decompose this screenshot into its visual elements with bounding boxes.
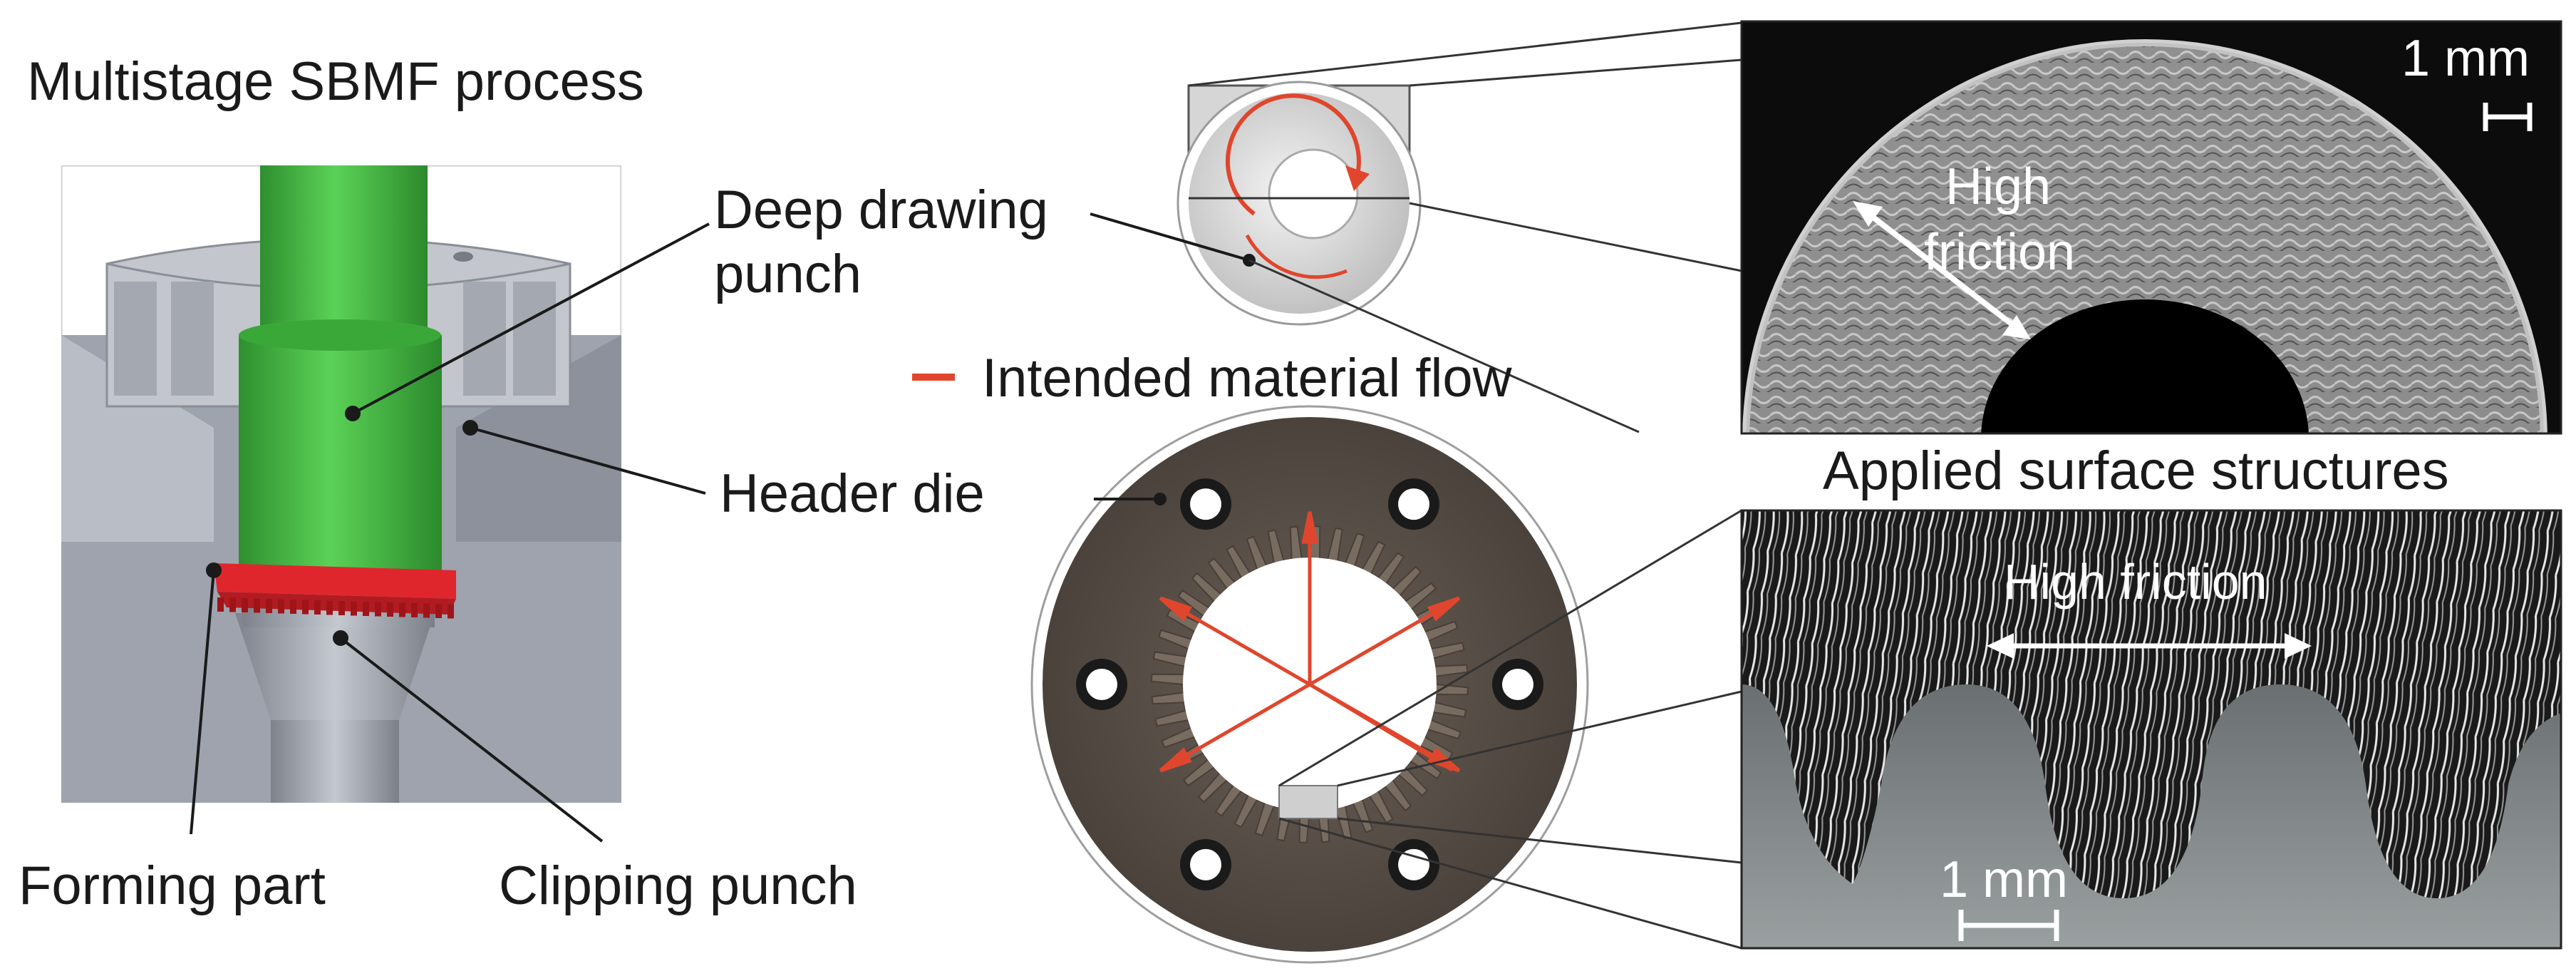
flow-arrowhead-2 [1427, 596, 1461, 622]
bottom-zoom-lines [1094, 498, 1742, 950]
micrograph-bottom [1742, 510, 2561, 948]
forming-part-tooth [290, 600, 296, 614]
forming-part-tooth [229, 597, 236, 612]
deep-drawing-punch-label-2: punch [714, 244, 862, 304]
flow-arrow-4 [1173, 682, 1311, 765]
forming-part-tooth [278, 599, 284, 614]
bolt-hole-bore-2 [1190, 488, 1221, 520]
cad-tool-view [61, 165, 621, 803]
forming-part-tooth [435, 604, 442, 618]
bottom-scale-label: 1 mm [1940, 851, 2068, 908]
forming-part-tooth [399, 602, 405, 617]
forming-part-label: Forming part [19, 856, 326, 916]
header-die-label: Header die [720, 463, 985, 524]
forming-part-tooth [387, 602, 393, 617]
forming-part-tooth [423, 603, 430, 618]
forming-part-tooth [363, 602, 369, 616]
bolt-hole-bore-6 [1190, 848, 1221, 880]
material-flow-legend: Intended material flow [912, 348, 1513, 409]
forming-part-tooth [266, 599, 272, 613]
forming-part-tooth [338, 601, 345, 615]
top-friction-label-2: friction [1924, 224, 2075, 281]
bolt-hole-bore-5 [1398, 848, 1429, 880]
clipping-punch-label: Clipping punch [499, 856, 857, 916]
forming-part-tooth [326, 600, 333, 615]
bolt-hole-bore-1 [1086, 669, 1117, 700]
forming-part-tooth [411, 603, 418, 617]
forming-part-tooth [302, 600, 309, 615]
deep-drawing-punch-label: Deep drawing [714, 180, 1048, 240]
flow-arrow-5 [1173, 604, 1311, 687]
material-flow-swatch [912, 374, 955, 381]
top-friction-label: High [1945, 158, 2051, 215]
top-scale-label: 1 mm [2401, 30, 2530, 87]
applied-surface-label: Applied surface structures [1823, 441, 2449, 501]
flow-arrow-2 [1308, 604, 1447, 687]
forming-part-tooth [254, 598, 260, 613]
bolt-hole-bore-4 [1502, 669, 1533, 700]
material-flow-label: Intended material flow [982, 348, 1513, 409]
flow-arrowhead-1 [1301, 511, 1318, 544]
micrograph-top [1742, 21, 2561, 433]
header-die-part [1030, 405, 1589, 964]
forming-part-tooth [217, 597, 224, 612]
bolt-hole-bore-3 [1398, 488, 1429, 520]
left-leader-lines [190, 222, 710, 843]
deep-drawn-part [1176, 81, 1422, 326]
flow-arrowhead-5 [1159, 596, 1193, 622]
forming-part-tooth [314, 600, 321, 615]
forming-part-tooth [448, 604, 454, 619]
top-zoom-lines [1090, 21, 1742, 433]
flow-arrow-6 [1308, 682, 1454, 772]
forming-part-tooth [242, 598, 248, 612]
forming-part-tooth [375, 602, 381, 617]
forming-part-tooth [351, 601, 357, 616]
figure-title: Multistage SBMF process [27, 51, 644, 112]
flow-arrowhead-4 [1159, 747, 1193, 773]
bottom-friction-label: High friction [2004, 554, 2267, 610]
